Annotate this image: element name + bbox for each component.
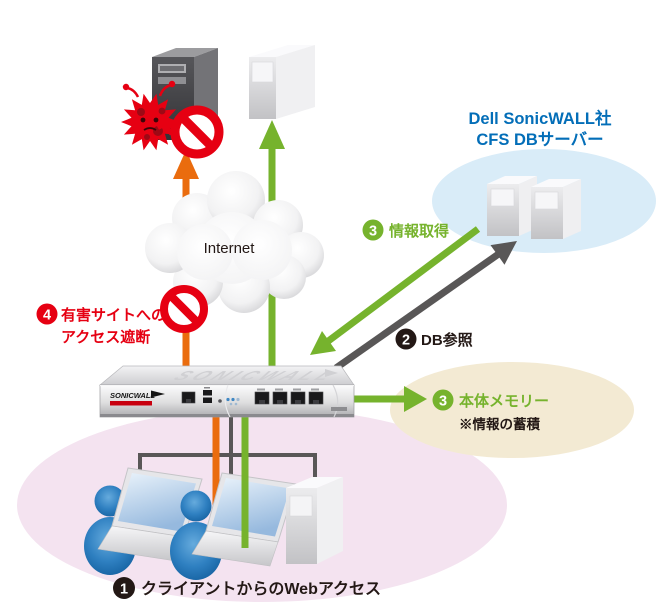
svg-text:4: 4 [43,308,51,324]
block-sign-top-icon [170,105,224,159]
svg-text:2: 2 [402,333,410,349]
svg-text:※情報の蓄積: ※情報の蓄積 [459,416,540,432]
step3b-badge [432,389,454,411]
svg-text:クライアントからのWebアクセス: クライアントからのWebアクセス [141,580,381,598]
cfs-db-title: Dell SonicWALL社 CFS DBサーバー [468,108,612,149]
step2-db-lookup-label: 2 DB参照 [395,328,473,350]
svg-text:Dell SonicWALL社: Dell SonicWALL社 [468,108,612,128]
svg-text:CFS DBサーバー: CFS DBサーバー [476,131,603,149]
step4-block-label: 4 有害サイトへの アクセス遮断 [36,303,166,346]
appliance-ports [181,387,347,411]
step1-client-access-label: 1 クライアントからのWebアクセス [113,577,381,599]
svg-text:3: 3 [369,224,377,240]
svg-text:3: 3 [439,394,447,410]
svg-text:有害サイトへの: 有害サイトへの [61,306,166,324]
internet-label: Internet [204,240,256,257]
cfs-db-server-1 [487,176,537,236]
memory-write-arrow [351,386,427,412]
step3a-badge [362,219,384,241]
step3-memory-label: 3 本体メモリー ※情報の蓄積 [432,389,549,432]
sonicwall-appliance: SONICWALL SONICWALL [99,365,355,418]
laptop-icon-1 [97,467,203,562]
memory-zone-ellipse [390,362,634,458]
svg-text:DB参照: DB参照 [421,331,473,349]
info-fetch-arrow [310,226,481,355]
svg-text:1: 1 [120,582,128,598]
block-sign-mid-icon [160,285,208,333]
safe-server [249,45,315,119]
appliance-logo: SONICWALL [110,390,165,406]
svg-text:SONICWALL: SONICWALL [110,391,155,400]
svg-text:情報取得: 情報取得 [389,222,449,240]
appliance-model-text [331,407,347,411]
svg-text:本体メモリー: 本体メモリー [459,392,549,410]
internet-cloud [145,171,324,313]
step2-badge [395,328,417,350]
step4-badge [36,303,58,325]
db-lookup-arrow [333,241,517,371]
step3-info-fetch-label: 3 情報取得 [362,219,449,241]
svg-text:アクセス遮断: アクセス遮断 [61,328,150,346]
client-pc-tower [286,477,343,564]
ethernet-ports [254,388,324,405]
step1-badge [113,577,135,599]
appliance-top-watermark: SONICWALL [168,369,343,383]
laptop-icon-2 [191,472,297,567]
cfs-db-server-2 [531,179,581,239]
